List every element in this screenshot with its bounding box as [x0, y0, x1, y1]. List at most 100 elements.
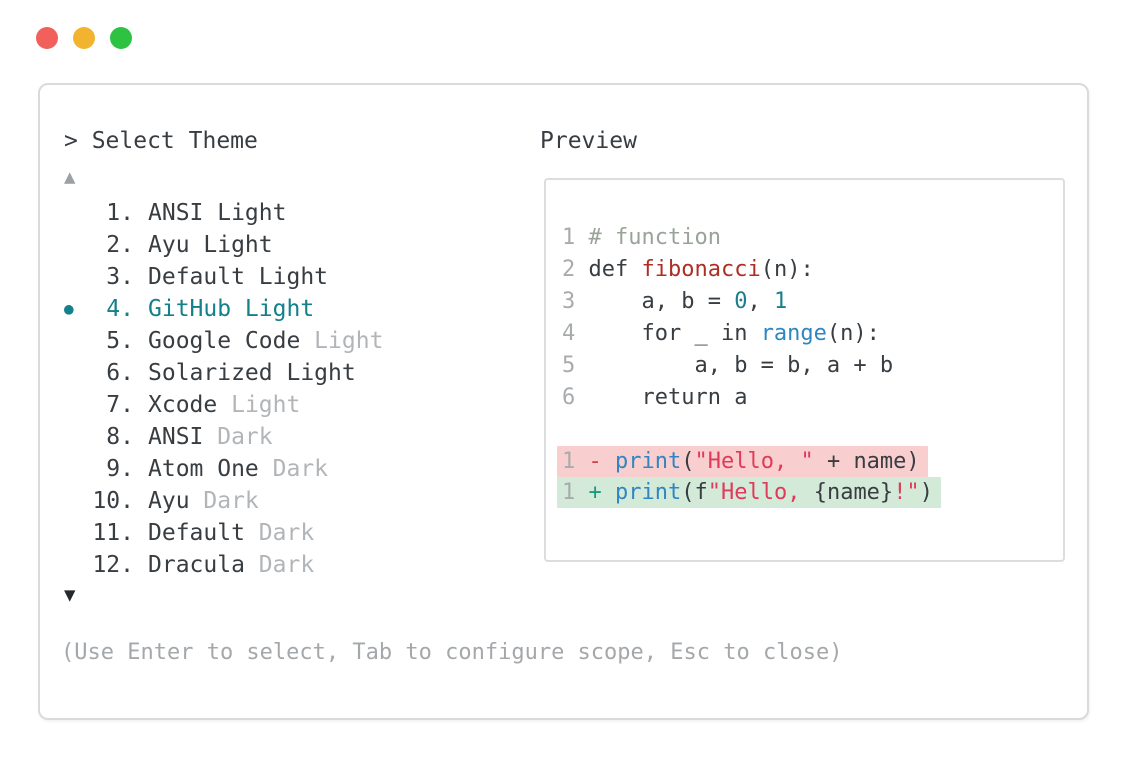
code-token-plain: (	[681, 449, 695, 474]
theme-item-ayu-light[interactable]: 2. Ayu Light	[40, 229, 520, 261]
code-token-teal: 1	[773, 289, 788, 314]
code-line-1: 1 # function	[562, 222, 1049, 254]
blank-line	[562, 414, 1049, 446]
diff-highlight-deletion: 1 - print("Hello, " + name)	[557, 446, 928, 477]
zoom-button-icon[interactable]	[110, 27, 132, 49]
theme-item-default-dark[interactable]: 11.Default Dark	[40, 517, 520, 549]
code-token-blue: print	[615, 480, 682, 505]
code-token-comment: # function	[588, 225, 721, 250]
code-token-plain: {name}	[813, 480, 894, 505]
code-token-plain: (f	[681, 480, 708, 505]
code-line-6: 6 return a	[562, 382, 1049, 414]
theme-item-google-code-light[interactable]: 5. Google Code Light	[40, 325, 520, 357]
theme-number: 10.	[92, 488, 134, 514]
theme-number: 2.	[106, 232, 134, 258]
theme-list: 1.ANSI Light 2. Ayu Light 3.Default Light…	[40, 197, 520, 581]
selected-marker	[64, 261, 90, 293]
code-token-linenum: 5	[562, 353, 589, 378]
code-token-plain: (n):	[826, 321, 880, 346]
code-token-linenum: 1	[562, 225, 589, 250]
code-token-str: !"	[893, 480, 920, 505]
theme-number: 8.	[106, 424, 134, 450]
theme-variant: Dark	[189, 488, 259, 514]
theme-item-atom-one-dark[interactable]: 9. Atom One Dark	[40, 453, 520, 485]
code-token-linenum: 1	[562, 449, 589, 474]
theme-name: Default	[148, 520, 245, 546]
code-token-plain: return a	[588, 385, 748, 410]
theme-item-xcode-light[interactable]: 7. Xcode Light	[40, 389, 520, 421]
theme-number: 12.	[92, 552, 134, 578]
selected-marker	[64, 549, 90, 581]
code-token-linenum: 1	[562, 480, 589, 505]
code-token-plain: )	[919, 480, 933, 505]
diff-highlight-insertion: 1 + print(f"Hello, {name}!")	[557, 477, 941, 508]
theme-item-ansi-dark[interactable]: 8. ANSI Dark	[40, 421, 520, 453]
code-token-ins: +	[588, 480, 615, 505]
close-button-icon[interactable]	[36, 27, 58, 49]
code-token-plain: def	[588, 257, 642, 282]
code-token-linenum: 2	[562, 257, 589, 282]
theme-name: ANSI	[148, 424, 204, 450]
theme-name: Solarized Light	[148, 360, 356, 386]
code-token-teal: 0	[734, 289, 748, 314]
theme-item-ansi-light[interactable]: 1.ANSI Light	[40, 197, 520, 229]
theme-name: Xcode	[148, 392, 218, 418]
theme-item-solarized-light[interactable]: 6. Solarized Light	[40, 357, 520, 389]
selected-marker	[64, 517, 90, 549]
code-token-red: fibonacci	[641, 257, 761, 282]
code-token-plain: (n):	[760, 257, 814, 282]
code-token-str: "Hello,	[707, 480, 814, 505]
code-token-blue: range	[760, 321, 827, 346]
theme-number: 6.	[106, 360, 134, 386]
selected-marker	[64, 325, 90, 357]
theme-number: 11.	[92, 520, 134, 546]
code-token-plain: a, b =	[588, 289, 735, 314]
scroll-down-icon[interactable]: ▼	[64, 584, 76, 606]
selected-marker	[64, 453, 90, 485]
theme-number: 9.	[106, 456, 134, 482]
theme-item-github-light[interactable]: ●4.GitHub Light	[40, 293, 520, 325]
code-token-plain: for _ in	[588, 321, 761, 346]
theme-name: Default Light	[148, 264, 329, 290]
selected-marker	[64, 229, 90, 261]
theme-item-default-light[interactable]: 3.Default Light	[40, 261, 520, 293]
theme-variant: Dark	[203, 424, 273, 450]
theme-number: 7.	[106, 392, 134, 418]
theme-item-ayu-dark[interactable]: 10. Ayu Dark	[40, 485, 520, 517]
diff-line-deletion: 1 - print("Hello, " + name)	[557, 446, 1049, 477]
theme-name: Dracula	[148, 552, 245, 578]
code-token-linenum: 4	[562, 321, 589, 346]
diff-line-insertion: 1 + print(f"Hello, {name}!")	[557, 477, 1049, 508]
theme-variant: Dark	[244, 552, 315, 578]
theme-name: ANSI Light	[148, 200, 287, 226]
code-token-str: "Hello, "	[694, 449, 814, 474]
code-line-5: 5 a, b = b, a + b	[562, 350, 1049, 382]
theme-name: Ayu Light	[148, 232, 273, 258]
preview-title: Preview	[540, 128, 637, 154]
theme-variant: Dark	[258, 456, 329, 482]
theme-name: Ayu	[148, 488, 190, 514]
theme-name: Google Code	[148, 328, 301, 354]
theme-name: GitHub Light	[148, 296, 315, 322]
scroll-up-icon[interactable]: ▲	[64, 166, 76, 188]
selected-marker	[64, 389, 90, 421]
theme-variant: Light	[300, 328, 384, 354]
code-token-del: -	[588, 449, 615, 474]
code-token-linenum: 6	[562, 385, 589, 410]
code-token-plain: ,	[747, 289, 774, 314]
code-token-linenum: 3	[562, 289, 589, 314]
selected-marker	[64, 357, 90, 389]
code-token-plain: + name)	[813, 449, 920, 474]
theme-number: 5.	[106, 328, 134, 354]
theme-name: Atom One	[148, 456, 259, 482]
theme-variant: Light	[217, 392, 301, 418]
theme-item-dracula-dark[interactable]: 12. Dracula Dark	[40, 549, 520, 581]
minimize-button-icon[interactable]	[73, 27, 95, 49]
window-controls	[36, 27, 132, 49]
select-theme-prompt: > Select Theme	[64, 128, 258, 154]
code-line-2: 2 def fibonacci(n):	[562, 254, 1049, 286]
code-token-blue: print	[615, 449, 682, 474]
selected-marker: ●	[64, 299, 74, 318]
